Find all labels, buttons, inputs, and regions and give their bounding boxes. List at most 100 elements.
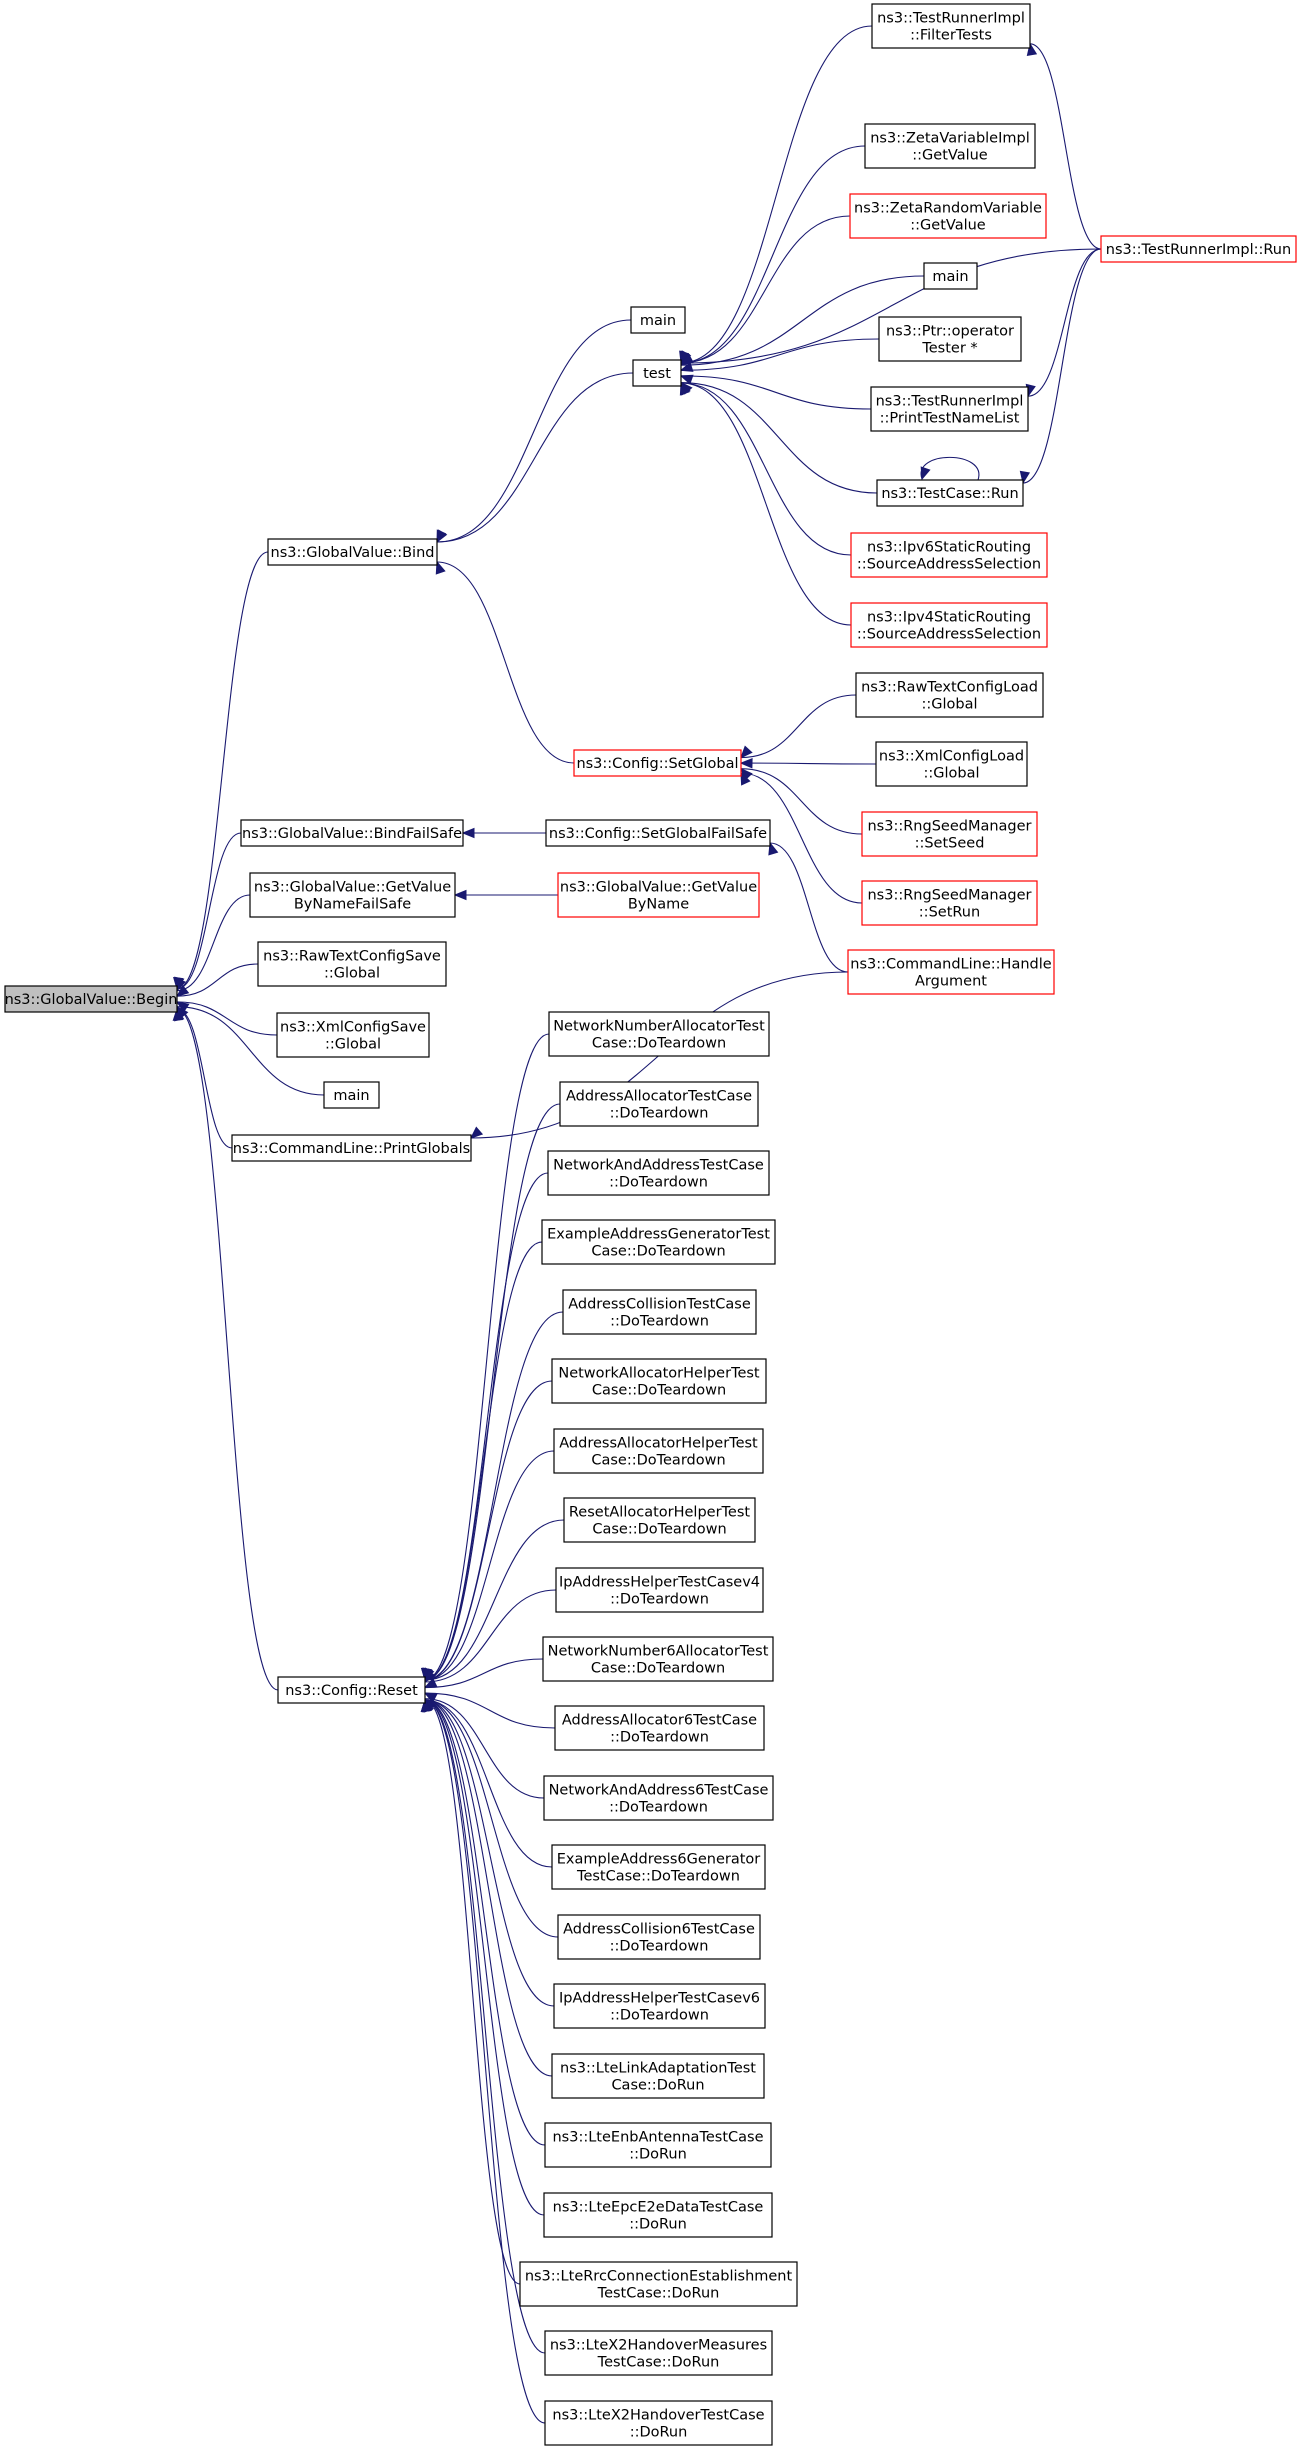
node-begin[interactable]: ns3::GlobalValue::Begin [4, 985, 178, 1013]
node-box [864, 123, 1036, 169]
node-label: Case::DoTeardown [591, 1453, 725, 1469]
node-bindfailsafe[interactable]: ns3::GlobalValue::BindFailSafe [240, 819, 464, 847]
node-td-addressallocatorhelper[interactable]: AddressAllocatorHelperTestCase::DoTeardo… [553, 1428, 764, 1474]
edge-line [424, 1699, 521, 2285]
edge-td-networknumber6allocator-to-config-reset [423, 1658, 544, 1689]
node-td-exampleaddress6generator[interactable]: ExampleAddress6GeneratorTestCase::DoTear… [551, 1844, 766, 1890]
edge-line [740, 768, 863, 835]
node-td-networkallocatorhelper[interactable]: NetworkAllocatorHelperTestCase::DoTeardo… [551, 1358, 767, 1404]
node-dr-lteepce2edata[interactable]: ns3::LteEpcE2eDataTestCase::DoRun [543, 2192, 773, 2238]
node-label: TestCase::DoRun [597, 2286, 720, 2302]
node-label: ::DoTeardown [610, 1106, 709, 1122]
node-config-setglobalfailsafe[interactable]: ns3::Config::SetGlobalFailSafe [545, 819, 771, 847]
node-td-networkandaddress[interactable]: NetworkAndAddressTestCase::DoTeardown [547, 1150, 770, 1196]
node-xmlconfigsave[interactable]: ns3::XmlConfigSave::Global [276, 1012, 430, 1058]
node-rawtextconfigload[interactable]: ns3::RawTextConfigLoad::Global [855, 672, 1044, 718]
node-filtertests[interactable]: ns3::TestRunnerImpl::FilterTests [871, 3, 1031, 49]
edge-zetavariableimpl-to-test [680, 145, 866, 365]
node-label: NetworkAllocatorHelperTest [558, 1366, 760, 1382]
node-zetavariableimpl[interactable]: ns3::ZetaVariableImpl::GetValue [864, 123, 1036, 169]
node-xmlconfigload[interactable]: ns3::XmlConfigLoad::Global [875, 741, 1028, 787]
node-main-bind[interactable]: main [630, 306, 686, 334]
edge-td-addresscollision-to-config-reset [421, 1311, 564, 1682]
edge-line [176, 963, 259, 997]
node-box [544, 2330, 773, 2376]
node-label: ::PrintTestNameList [880, 411, 1020, 427]
edge-arrowhead [420, 1698, 432, 1712]
node-td-networkandaddress6[interactable]: NetworkAndAddress6TestCase::DoTeardown [543, 1775, 774, 1821]
node-main-begin[interactable]: main [323, 1081, 380, 1109]
node-dr-ltex2handovermeasures[interactable]: ns3::LteX2HandoverMeasuresTestCase::DoRu… [544, 2330, 773, 2376]
edge-line [424, 1699, 546, 2354]
node-box [849, 193, 1047, 239]
node-test[interactable]: test [632, 359, 682, 387]
edge-arrowhead [172, 1007, 184, 1021]
edge-line [680, 382, 852, 626]
node-td-ipaddresshelperv4[interactable]: IpAddressHelperTestCasev4::DoTeardown [555, 1567, 764, 1613]
node-label: ns3::GlobalValue::GetValue [560, 880, 757, 896]
node-box [231, 1134, 472, 1162]
node-main-test[interactable]: main [923, 262, 978, 290]
node-testcase-run[interactable]: ns3::TestCase::Run [876, 479, 1024, 507]
node-label: IpAddressHelperTestCasev4 [559, 1575, 760, 1591]
edge-arrowhead [740, 767, 753, 781]
node-td-networknumber6allocator[interactable]: NetworkNumber6AllocatorTestCase::DoTeard… [542, 1636, 774, 1682]
node-printglobals[interactable]: ns3::CommandLine::PrintGlobals [231, 1134, 472, 1162]
node-ipv6staticrouting[interactable]: ns3::Ipv6StaticRouting::SourceAddressSel… [850, 532, 1048, 578]
edge-arrowhead [679, 381, 690, 396]
node-rawtextconfigsave[interactable]: ns3::RawTextConfigSave::Global [257, 941, 447, 987]
edge-arrowhead [424, 1669, 436, 1684]
node-box [562, 1289, 757, 1335]
node-td-addresscollision[interactable]: AddressCollisionTestCase::DoTeardown [562, 1289, 757, 1335]
node-rngseedmanager-setseed[interactable]: ns3::RngSeedManager::SetSeed [861, 811, 1038, 857]
node-box [878, 316, 1022, 362]
node-bind[interactable]: ns3::GlobalValue::Bind [267, 538, 438, 566]
edge-td-ipaddresshelperv6-to-config-reset [422, 1698, 555, 2007]
node-label: ns3::RngSeedManager [867, 819, 1031, 835]
node-rngseedmanager-setrun[interactable]: ns3::RngSeedManager::SetRun [861, 880, 1038, 926]
node-label: main [333, 1088, 369, 1104]
edge-rawtextconfigsave-to-begin [175, 963, 259, 998]
node-config-setglobal[interactable]: ns3::Config::SetGlobal [573, 749, 742, 777]
edge-testcase-run-to-testcase-run [920, 456, 980, 481]
node-config-reset[interactable]: ns3::Config::Reset [277, 1676, 426, 1704]
node-label: ns3::CommandLine::PrintGlobals [233, 1141, 470, 1157]
node-td-networknumberallocator[interactable]: NetworkNumberAllocatorTestCase::DoTeardo… [548, 1011, 770, 1057]
node-zetarandomvariable[interactable]: ns3::ZetaRandomVariable::GetValue [849, 193, 1047, 239]
node-td-addressallocator6[interactable]: AddressAllocator6TestCase::DoTeardown [554, 1705, 765, 1751]
node-td-addressallocator[interactable]: AddressAllocatorTestCase::DoTeardown [559, 1081, 759, 1127]
edge-rngseedmanager-setseed-to-config-setglobal [740, 767, 863, 835]
node-label: ::GetValue [910, 218, 986, 234]
edge-testrunnerimpl-run-to-printtestnamelist [1025, 248, 1102, 398]
edge-line [740, 772, 863, 904]
edge-testcase-run-to-test [680, 381, 878, 494]
node-td-ipaddresshelperv6[interactable]: IpAddressHelperTestCasev6::DoTeardown [553, 1983, 766, 2029]
node-ipv4staticrouting[interactable]: ns3::Ipv4StaticRouting::SourceAddressSel… [850, 602, 1048, 648]
edge-arrowhead [739, 757, 753, 769]
edge-arrowhead [435, 560, 446, 575]
node-dr-ltex2handover[interactable]: ns3::LteX2HandoverTestCase::DoRun [544, 2400, 773, 2446]
node-label: AddressCollision6TestCase [563, 1922, 755, 1938]
node-box [543, 1775, 774, 1821]
edge-printglobals-to-begin [174, 1007, 233, 1149]
node-label: NetworkNumberAllocatorTest [553, 1019, 765, 1035]
node-td-addresscollision6[interactable]: AddressCollision6TestCase::DoTeardown [557, 1914, 761, 1960]
node-label: ns3::LteX2HandoverTestCase [552, 2408, 764, 2424]
edge-line [424, 1699, 545, 2216]
node-label: ::DoRun [629, 2217, 687, 2233]
edge-line [680, 215, 851, 364]
node-td-exampleaddressgenerator[interactable]: ExampleAddressGeneratorTestCase::DoTeard… [541, 1219, 776, 1265]
edge-arrowhead [423, 1692, 438, 1704]
node-testrunnerimpl-run[interactable]: ns3::TestRunnerImpl::Run [1100, 235, 1297, 263]
node-dr-lterrcconnection[interactable]: ns3::LteRrcConnectionEstablishmentTestCa… [519, 2261, 798, 2307]
node-printtestnamelist[interactable]: ns3::TestRunnerImpl::PrintTestNameList [870, 386, 1029, 432]
node-dr-lteenbantenna[interactable]: ns3::LteEnbAntennaTestCase::DoRun [544, 2122, 772, 2168]
node-label: ns3::TestRunnerImpl [876, 394, 1024, 410]
edge-arrowhead [679, 361, 694, 372]
